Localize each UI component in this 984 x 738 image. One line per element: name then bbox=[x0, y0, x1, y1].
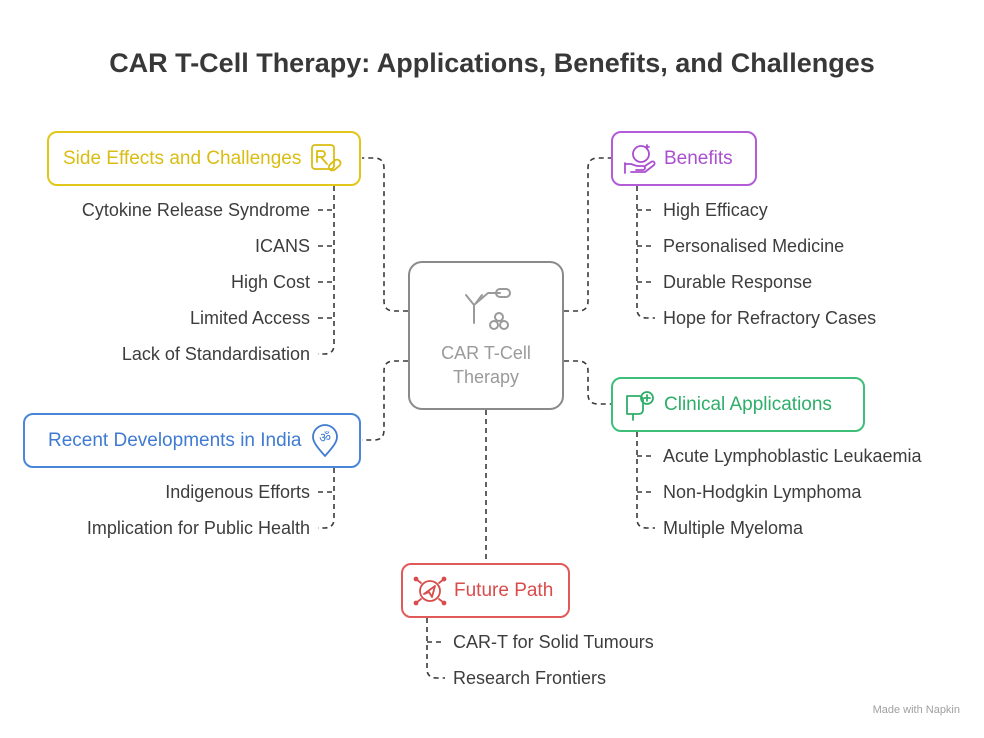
diagram-title: CAR T-Cell Therapy: Applications, Benefi… bbox=[109, 48, 875, 78]
list-item: High Efficacy bbox=[663, 200, 768, 220]
connector-clinical-items bbox=[636, 432, 655, 529]
branch-side-effects: Side Effects and Challenges bbox=[47, 131, 361, 186]
branch-recent: Recent Developments in India ॐ bbox=[23, 413, 361, 468]
branch-clinical: Clinical Applications bbox=[611, 377, 865, 432]
list-item: Hope for Refractory Cases bbox=[663, 308, 877, 328]
branch-clinical-label: Clinical Applications bbox=[664, 393, 832, 415]
center-label: CAR T-Cell Therapy bbox=[441, 343, 531, 387]
connector-center-clinical bbox=[564, 360, 612, 405]
connector-future-items bbox=[426, 618, 445, 679]
branch-side-effects-label: Side Effects and Challenges bbox=[63, 147, 302, 169]
branch-future-label: Future Path bbox=[454, 579, 554, 601]
target-arrow-icon bbox=[413, 576, 447, 605]
list-item: ICANS bbox=[254, 236, 310, 256]
list-item: Research Frontiers bbox=[453, 668, 607, 688]
svg-text:ॐ: ॐ bbox=[320, 431, 332, 446]
list-item: Multiple Myeloma bbox=[663, 518, 804, 538]
prescription-pill-icon bbox=[311, 143, 342, 171]
branch-benefits-label: Benefits bbox=[664, 147, 733, 169]
connector-benefits-items bbox=[636, 186, 655, 319]
list-item: High Cost bbox=[230, 272, 310, 292]
hand-heart-icon bbox=[624, 143, 656, 174]
list-item: Acute Lymphoblastic Leukaemia bbox=[663, 446, 922, 466]
branch-recent-label: Recent Developments in India bbox=[48, 429, 302, 451]
connector-center-side-effects bbox=[362, 157, 408, 312]
car-t-cell-icon bbox=[465, 288, 511, 330]
list-item: Implication for Public Health bbox=[86, 518, 310, 538]
napkin-watermark: Made with Napkin bbox=[872, 704, 960, 716]
connector-side-effects-items bbox=[318, 186, 335, 355]
list-item: Durable Response bbox=[663, 272, 813, 292]
list-item: Indigenous Efforts bbox=[165, 482, 310, 502]
list-item: Personalised Medicine bbox=[663, 236, 845, 256]
list-item: Non-Hodgkin Lymphoma bbox=[663, 482, 862, 502]
list-item: Lack of Standardisation bbox=[121, 344, 310, 364]
list-item: CAR-T for Solid Tumours bbox=[453, 632, 654, 652]
connector-recent-items bbox=[318, 468, 335, 529]
list-item: Cytokine Release Syndrome bbox=[81, 200, 310, 220]
connector-center-benefits bbox=[564, 157, 612, 312]
branch-future: Future Path bbox=[401, 563, 570, 618]
om-location-icon: ॐ bbox=[312, 423, 339, 457]
iv-drip-icon bbox=[626, 390, 654, 421]
list-item: Limited Access bbox=[189, 308, 310, 328]
branch-benefits: Benefits bbox=[611, 131, 757, 186]
connector-center-recent bbox=[362, 360, 408, 441]
center-node: CAR T-Cell Therapy bbox=[408, 261, 564, 410]
